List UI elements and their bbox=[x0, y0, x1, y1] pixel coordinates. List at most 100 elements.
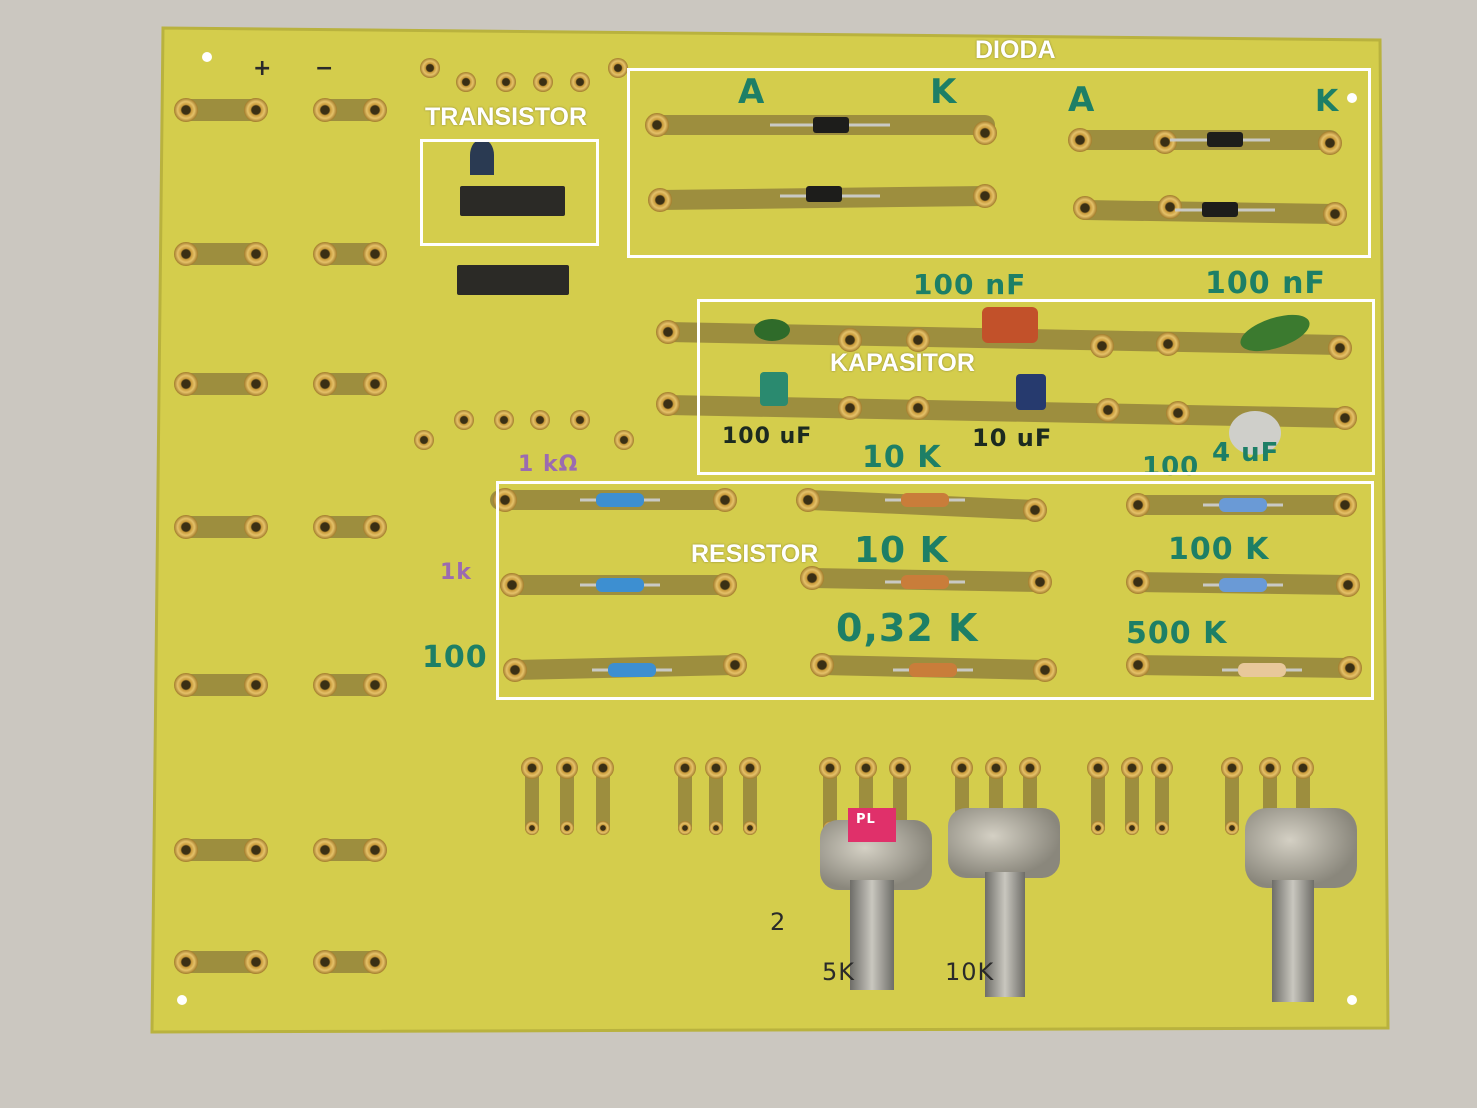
resistor-body bbox=[901, 575, 949, 589]
solder-pad bbox=[420, 58, 440, 78]
resistors bbox=[580, 493, 1302, 677]
capacitors bbox=[754, 307, 1310, 455]
resistor-body bbox=[596, 493, 644, 507]
solder-pad bbox=[800, 566, 824, 590]
solder-pad bbox=[592, 757, 614, 779]
kapasitor-label: KAPASITOR bbox=[830, 349, 975, 377]
solder-pad bbox=[678, 821, 692, 835]
solder-pad bbox=[1073, 196, 1097, 220]
solder-pad bbox=[1158, 195, 1182, 219]
res-marking-1k: 1 kΩ bbox=[518, 452, 579, 477]
solder-pad bbox=[313, 515, 337, 539]
solder-pad bbox=[174, 98, 198, 122]
solder-pad bbox=[174, 372, 198, 396]
resistor-body bbox=[608, 663, 656, 677]
solder-pad bbox=[525, 821, 539, 835]
solder-pad bbox=[713, 488, 737, 512]
solder-pad bbox=[1033, 658, 1057, 682]
solder-pad bbox=[1336, 573, 1360, 597]
solder-pad bbox=[493, 488, 517, 512]
solder-pad bbox=[723, 653, 747, 677]
res-marking-10k-top: 10 K bbox=[862, 440, 942, 475]
solder-pad bbox=[1121, 757, 1143, 779]
solder-pad bbox=[819, 757, 841, 779]
solder-pad bbox=[1087, 757, 1109, 779]
solder-pad bbox=[363, 515, 387, 539]
solder-pad bbox=[705, 757, 727, 779]
res-marking-100: 100 bbox=[422, 640, 488, 675]
solder-pads bbox=[174, 58, 1362, 974]
minus-marking: − bbox=[315, 56, 335, 81]
transistor-socket bbox=[457, 139, 569, 295]
solder-pad bbox=[1323, 202, 1347, 226]
solder-pad bbox=[645, 113, 669, 137]
solder-pad bbox=[363, 242, 387, 266]
solder-pad bbox=[838, 396, 862, 420]
solder-pad bbox=[596, 821, 610, 835]
resistor-body bbox=[909, 663, 957, 677]
res-marking-1k-b: 1k bbox=[440, 560, 472, 585]
solder-pad bbox=[533, 72, 553, 92]
cathode-marking-1: K bbox=[930, 72, 958, 112]
pot-marking-5k: 5K bbox=[822, 958, 856, 986]
diodes bbox=[770, 117, 1275, 217]
solder-pad bbox=[496, 72, 516, 92]
solder-pad bbox=[810, 653, 834, 677]
solder-pad bbox=[1126, 653, 1150, 677]
solder-pad bbox=[1091, 821, 1105, 835]
transistor-label: TRANSISTOR bbox=[425, 103, 588, 131]
solder-pad bbox=[656, 392, 680, 416]
solder-pad bbox=[674, 757, 696, 779]
solder-pad bbox=[556, 757, 578, 779]
solder-pad bbox=[951, 757, 973, 779]
solder-pad bbox=[174, 515, 198, 539]
cap-marking-100uf: 100 uF bbox=[722, 424, 813, 449]
solder-pad bbox=[174, 242, 198, 266]
solder-pad bbox=[560, 821, 574, 835]
solder-pad bbox=[313, 242, 337, 266]
solder-pad bbox=[244, 515, 268, 539]
pot-sticker: PL bbox=[856, 812, 876, 827]
solder-pad bbox=[608, 58, 628, 78]
solder-pad bbox=[174, 950, 198, 974]
solder-pad bbox=[1156, 332, 1180, 356]
solder-pad bbox=[855, 757, 877, 779]
board-number: 2 bbox=[770, 908, 787, 936]
cap-marking-100nf-1: 100 nF bbox=[913, 268, 1027, 301]
solder-pad bbox=[456, 72, 476, 92]
pot-marking-10k: 10K bbox=[945, 958, 995, 986]
resistor-body bbox=[901, 493, 949, 507]
solder-pad bbox=[1068, 128, 1092, 152]
solder-pad bbox=[1338, 656, 1362, 680]
solder-pad bbox=[713, 573, 737, 597]
plus-marking: + bbox=[253, 56, 273, 81]
solder-pad bbox=[796, 488, 820, 512]
solder-pad bbox=[1292, 757, 1314, 779]
solder-pad bbox=[1096, 398, 1120, 422]
solder-pad bbox=[838, 328, 862, 352]
solder-pad bbox=[503, 658, 527, 682]
solder-pad bbox=[1023, 498, 1047, 522]
solder-pad bbox=[985, 757, 1007, 779]
solder-pad bbox=[1155, 821, 1169, 835]
solder-pad bbox=[743, 821, 757, 835]
solder-pad bbox=[244, 372, 268, 396]
solder-pad bbox=[889, 757, 911, 779]
solder-pad bbox=[521, 757, 543, 779]
solder-pad bbox=[244, 242, 268, 266]
solder-pad bbox=[174, 673, 198, 697]
solder-pad bbox=[614, 430, 634, 450]
solder-pad bbox=[244, 950, 268, 974]
kapasitor-box bbox=[697, 299, 1375, 475]
solder-pad bbox=[494, 410, 514, 430]
dioda-label: DIODA bbox=[975, 36, 1056, 64]
res-marking-0-32k: 0,32 K bbox=[836, 606, 979, 650]
solder-pad bbox=[244, 98, 268, 122]
solder-pad bbox=[1151, 757, 1173, 779]
cap-marking-10uf: 10 uF bbox=[972, 424, 1053, 452]
resistor-body bbox=[1238, 663, 1286, 677]
solder-pad bbox=[244, 838, 268, 862]
solder-pad bbox=[363, 950, 387, 974]
solder-pad bbox=[244, 673, 268, 697]
solder-pad bbox=[1221, 757, 1243, 779]
